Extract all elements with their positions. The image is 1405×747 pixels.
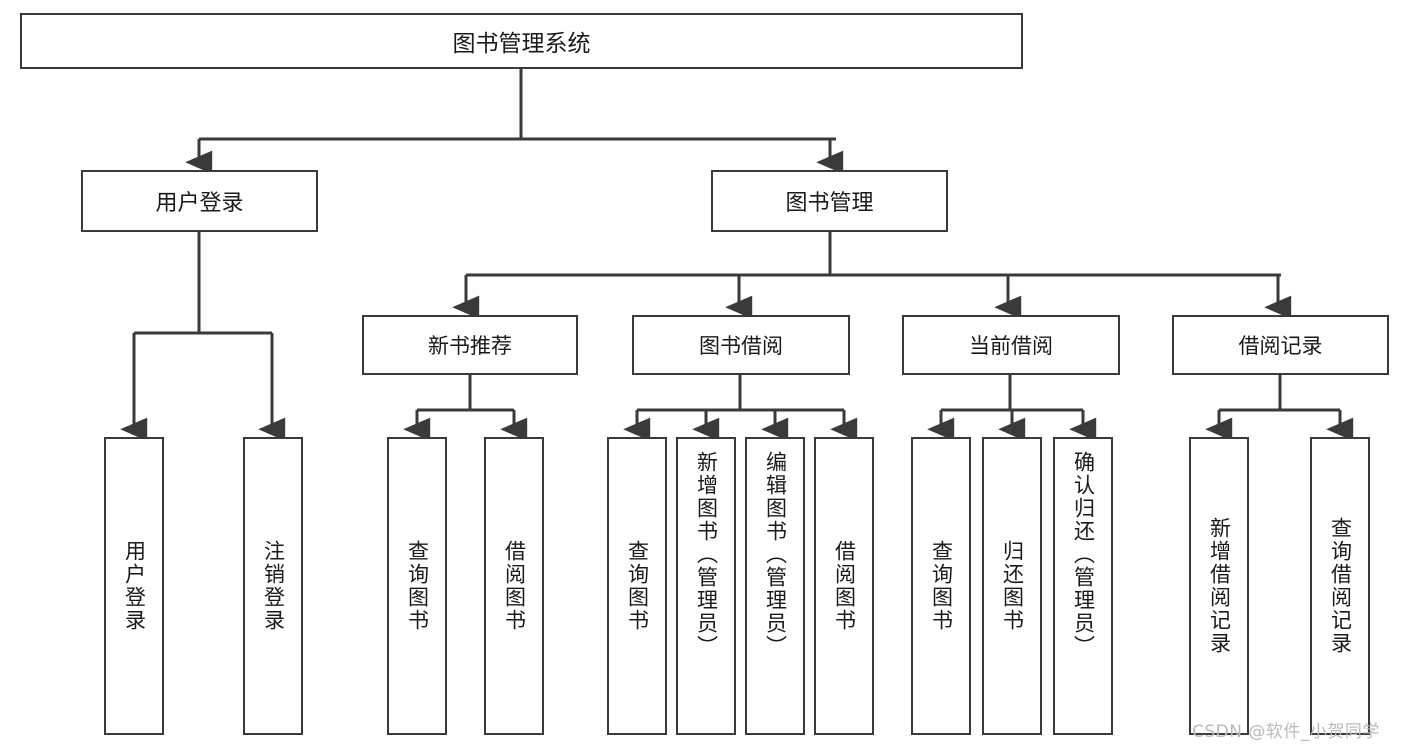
node-label: 借阅图书 bbox=[832, 540, 857, 632]
node-label: 用户登录 bbox=[155, 191, 244, 216]
node-root-label: 图书管理系统 bbox=[452, 31, 591, 57]
node-label: 用户登录 bbox=[122, 540, 147, 632]
node-level2-book-borrow[interactable]: 图书借阅 bbox=[632, 315, 850, 375]
node-level1-book-management[interactable]: 图书管理 bbox=[711, 170, 948, 232]
node-label: 查询图书 bbox=[625, 540, 650, 632]
node-label: 查询图书 bbox=[405, 540, 430, 632]
node-leaf-query-book-current[interactable]: 查询图书 bbox=[911, 437, 971, 735]
node-leaf-confirm-return-admin[interactable]: 确认归还（管理员） bbox=[1053, 437, 1113, 735]
node-label: 借阅记录 bbox=[1238, 334, 1323, 358]
node-label: 借阅图书 bbox=[502, 540, 527, 632]
node-leaf-query-book-borrow[interactable]: 查询图书 bbox=[607, 437, 667, 735]
node-label: 注销登录 bbox=[261, 540, 286, 632]
node-leaf-borrow-book[interactable]: 借阅图书 bbox=[814, 437, 874, 735]
node-label: 编辑图书（管理员） bbox=[763, 451, 788, 658]
node-leaf-add-borrow-record[interactable]: 新增借阅记录 bbox=[1189, 437, 1249, 735]
node-label: 图书管理 bbox=[785, 191, 874, 216]
node-label: 图书借阅 bbox=[699, 334, 783, 358]
node-leaf-edit-book-admin[interactable]: 编辑图书（管理员） bbox=[745, 437, 805, 735]
node-label: 确认归还（管理员） bbox=[1071, 451, 1096, 658]
node-leaf-borrow-book-rec[interactable]: 借阅图书 bbox=[484, 437, 544, 735]
node-root[interactable]: 图书管理系统 bbox=[20, 13, 1023, 69]
watermark: CSDN @软件_小贺同学 bbox=[1192, 722, 1380, 742]
node-leaf-add-book-admin[interactable]: 新增图书（管理员） bbox=[676, 437, 736, 735]
node-leaf-user-login[interactable]: 用户登录 bbox=[104, 437, 164, 735]
node-level2-current-borrow[interactable]: 当前借阅 bbox=[902, 315, 1120, 375]
node-level2-borrow-record[interactable]: 借阅记录 bbox=[1172, 315, 1389, 375]
node-label: 查询图书 bbox=[929, 540, 954, 632]
node-leaf-return-book[interactable]: 归还图书 bbox=[982, 437, 1042, 735]
node-level1-user-login[interactable]: 用户登录 bbox=[81, 170, 318, 232]
node-level2-new-book-recommend[interactable]: 新书推荐 bbox=[362, 315, 578, 375]
node-label: 新书推荐 bbox=[428, 334, 512, 358]
node-label: 新增图书（管理员） bbox=[694, 451, 719, 658]
node-leaf-logout[interactable]: 注销登录 bbox=[243, 437, 303, 735]
node-label: 归还图书 bbox=[1000, 540, 1025, 632]
node-leaf-query-borrow-record[interactable]: 查询借阅记录 bbox=[1310, 437, 1370, 735]
node-label: 查询借阅记录 bbox=[1328, 517, 1353, 655]
node-label: 当前借阅 bbox=[969, 334, 1053, 358]
node-leaf-query-book-rec[interactable]: 查询图书 bbox=[387, 437, 447, 735]
node-label: 新增借阅记录 bbox=[1207, 517, 1232, 655]
